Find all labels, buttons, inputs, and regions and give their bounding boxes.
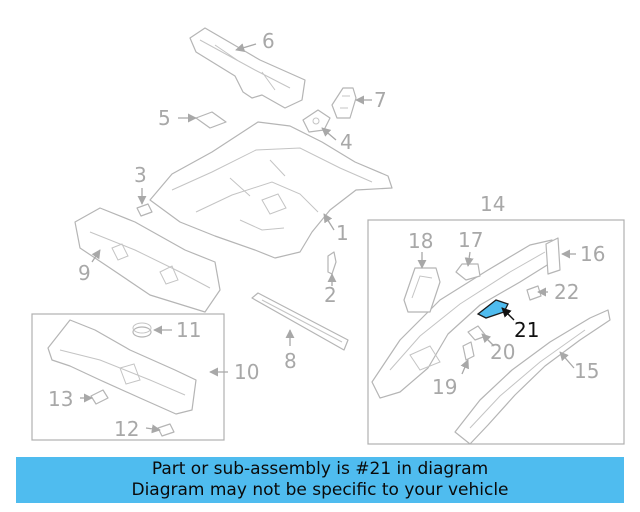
- part-14-side-rail: [371, 239, 553, 399]
- part-10-rear-crossmember: [47, 319, 197, 415]
- part-2-bolt: [327, 251, 337, 275]
- part-20-bracket: [467, 325, 487, 341]
- part-15-rail-extension: [454, 309, 611, 445]
- callout-14: 14: [480, 192, 505, 216]
- callout-2: 2: [324, 283, 337, 307]
- part-4-gusset: [302, 109, 331, 133]
- part-16-bracket: [545, 237, 561, 275]
- callout-17: 17: [458, 228, 483, 252]
- callout-12: 12: [114, 417, 139, 441]
- info-banner: Part or sub-assembly is #21 in diagram D…: [16, 457, 624, 503]
- callout-8: 8: [284, 349, 297, 373]
- banner-line-disclaimer: Diagram may not be specific to your vehi…: [131, 480, 509, 500]
- callout-13: 13: [48, 387, 73, 411]
- callout-3: 3: [134, 163, 147, 187]
- callout-18: 18: [408, 229, 433, 253]
- parts-diagram: 6 7 5 4 3 1 9 2 8 11 10 13 12 14 18 17 1…: [31, 27, 625, 445]
- callout-4: 4: [340, 130, 353, 154]
- part-22-clip: [526, 285, 542, 301]
- callout-6: 6: [262, 29, 275, 53]
- callout-5: 5: [158, 106, 171, 130]
- part-18-reinforcement: [403, 267, 441, 313]
- part-6-cross-member: [189, 27, 306, 109]
- callout-19: 19: [432, 375, 457, 399]
- part-17-bracket: [455, 263, 481, 281]
- leader-lines: [80, 43, 576, 434]
- callout-11: 11: [176, 318, 201, 342]
- group-box-10: [31, 313, 225, 441]
- part-19-clip: [462, 341, 475, 361]
- callout-10: 10: [234, 360, 259, 384]
- callout-9: 9: [78, 261, 91, 285]
- part-3-clip: [136, 203, 153, 217]
- part-13-clip: [90, 389, 109, 405]
- banner-line-part: Part or sub-assembly is #21 in diagram: [151, 459, 489, 479]
- callout-16: 16: [580, 242, 605, 266]
- part-5-plate: [195, 111, 227, 129]
- callout-20: 20: [490, 340, 515, 364]
- part-11-mount: [132, 322, 152, 338]
- callout-7: 7: [374, 88, 387, 112]
- callout-21: 21: [514, 318, 539, 342]
- part-1-floor-pan: [149, 121, 393, 259]
- part-7-bracket: [331, 87, 357, 119]
- callout-1: 1: [336, 221, 349, 245]
- callout-15: 15: [574, 359, 599, 383]
- part-12-clip: [157, 423, 175, 437]
- callout-22: 22: [554, 280, 579, 304]
- group-box-14: [367, 219, 625, 445]
- part-8-sill-strip: [251, 292, 349, 351]
- part-9-rear-panel: [74, 207, 221, 313]
